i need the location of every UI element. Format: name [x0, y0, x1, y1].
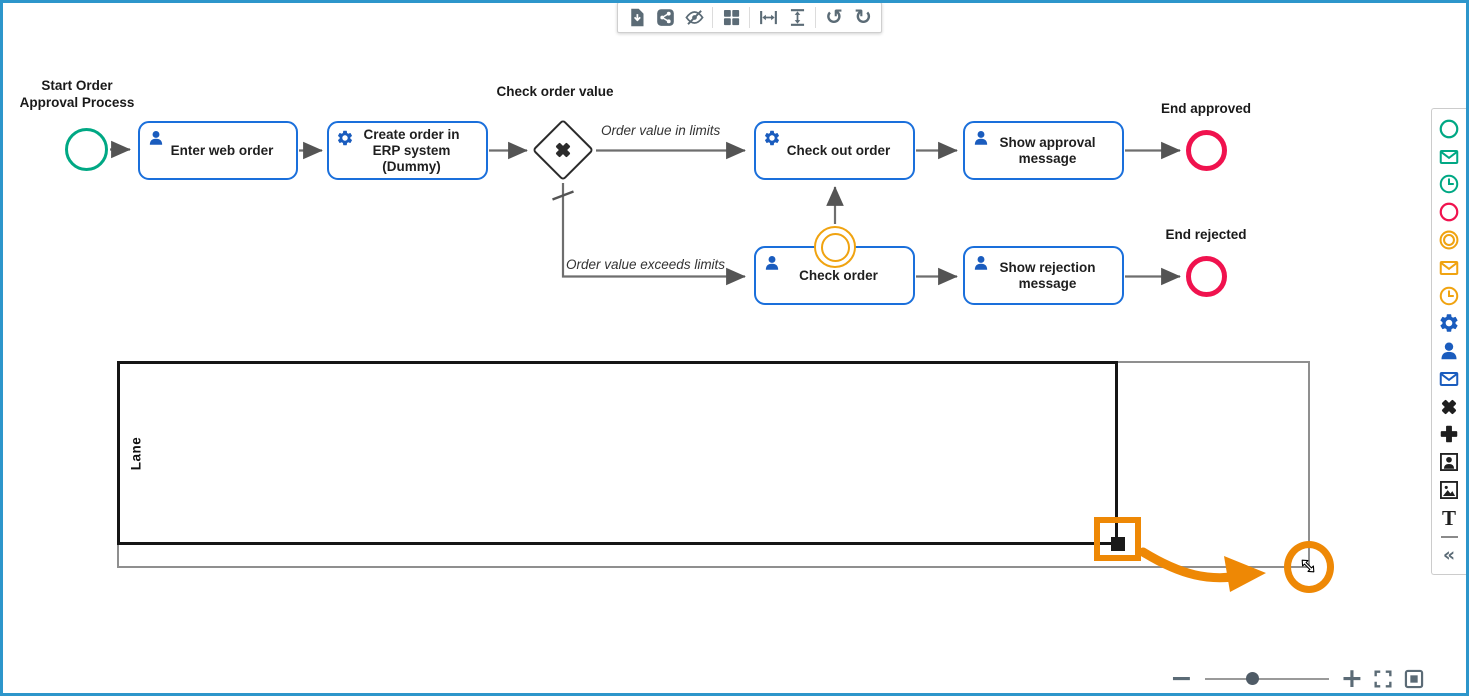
- palette-participant[interactable]: [1438, 451, 1461, 474]
- share-button[interactable]: [654, 7, 676, 29]
- palette-end-event[interactable]: [1438, 201, 1461, 224]
- end-event-icon: [1438, 201, 1460, 223]
- user-task-icon: [763, 254, 781, 272]
- gear-icon: [1438, 312, 1460, 334]
- task-show-rejection-message[interactable]: Show rejection message: [963, 246, 1124, 305]
- chevron-double-left-icon: «: [1442, 543, 1456, 566]
- distribute-vertically-button[interactable]: [786, 7, 808, 29]
- x-gateway-icon: [1438, 396, 1460, 418]
- task-label: Show rejection message: [999, 259, 1096, 291]
- palette-exclusive-gateway[interactable]: [1438, 395, 1461, 418]
- annotation-highlight-circle: [1284, 541, 1334, 593]
- toolbar-divider: [749, 7, 750, 28]
- person-icon: [1438, 340, 1460, 362]
- task-check-out-order[interactable]: Check out order: [754, 121, 915, 180]
- zoom-slider-knob[interactable]: [1245, 672, 1259, 685]
- palette-boundary-event[interactable]: [1438, 229, 1461, 252]
- palette-user-task[interactable]: [1438, 340, 1461, 363]
- framed-person-icon: [1438, 451, 1460, 473]
- user-task-icon: [147, 129, 165, 147]
- top-toolbar: ↺ ↻: [617, 2, 882, 33]
- task-label: Check order: [799, 267, 878, 283]
- task-label: Show approval message: [999, 134, 1096, 166]
- task-create-order-erp[interactable]: Create order in ERP system (Dummy): [327, 121, 488, 180]
- double-circle-icon: [1438, 229, 1460, 251]
- redo-button[interactable]: ↻: [852, 7, 874, 29]
- gateway-label: Check order value: [496, 84, 614, 99]
- zoom-in-button[interactable]: +: [1340, 663, 1364, 694]
- zoom-controls: − +: [1170, 663, 1425, 695]
- start-event-label: Start Order Approval Process: [19, 78, 135, 110]
- fullscreen-icon: [1372, 668, 1394, 690]
- palette-start-event[interactable]: [1438, 117, 1461, 140]
- zoom-slider-track[interactable]: [1204, 672, 1329, 685]
- boundary-event[interactable]: [814, 226, 856, 268]
- lane-label: Lane: [128, 436, 144, 470]
- service-task-icon: [763, 129, 781, 147]
- flow-label-exceeds: Order value exceeds limits: [566, 257, 726, 272]
- envelope-icon: [1438, 368, 1460, 390]
- hide-elements-button[interactable]: [683, 7, 705, 29]
- end-approved-label: End approved: [1160, 101, 1251, 116]
- clock-icon: [1438, 285, 1460, 307]
- envelope-icon: [1438, 146, 1460, 168]
- undo-button[interactable]: ↺: [823, 7, 845, 29]
- clock-icon: [1438, 173, 1460, 195]
- palette-timer-intermediate-event[interactable]: [1438, 284, 1461, 307]
- import-file-button[interactable]: [625, 7, 647, 29]
- element-palette: T «: [1431, 108, 1466, 575]
- start-event[interactable]: [65, 128, 108, 171]
- user-task-icon: [972, 254, 990, 272]
- start-event-icon: [1438, 118, 1460, 140]
- end-rejected-label: End rejected: [1165, 227, 1247, 242]
- boundary-event-inner-ring: [820, 232, 850, 262]
- palette-message-start-event[interactable]: [1438, 145, 1461, 168]
- end-event-approved[interactable]: [1186, 130, 1227, 171]
- palette-timer-start-event[interactable]: [1438, 173, 1461, 196]
- toolbar-divider: [712, 7, 713, 28]
- toolbar-divider: [815, 7, 816, 28]
- task-label: Check out order: [786, 142, 891, 158]
- plus-gateway-icon: [1438, 423, 1460, 445]
- resize-cursor-icon: [1299, 557, 1317, 575]
- end-event-rejected[interactable]: [1186, 256, 1227, 297]
- palette-service-task[interactable]: [1438, 312, 1461, 335]
- zoom-out-button[interactable]: −: [1170, 663, 1193, 694]
- lane-label-band: Lane: [119, 364, 153, 542]
- toggle-grid-button[interactable]: [720, 7, 742, 29]
- flow-label-in-limits: Order value in limits: [601, 123, 721, 138]
- image-icon: [1438, 479, 1460, 501]
- palette-message-intermediate-event[interactable]: [1438, 256, 1461, 279]
- fit-viewport-button[interactable]: [1403, 668, 1425, 690]
- palette-text-annotation[interactable]: T: [1438, 506, 1461, 529]
- lane-resize-handle[interactable]: [1111, 537, 1125, 551]
- distribute-horizontally-button[interactable]: [757, 7, 779, 29]
- task-show-approval-message[interactable]: Show approval message: [963, 121, 1124, 180]
- redo-icon: ↻: [854, 5, 872, 29]
- palette-collapse-button[interactable]: «: [1438, 543, 1461, 566]
- palette-divider: [1440, 535, 1458, 538]
- annotation-highlight-square: [1094, 517, 1141, 561]
- task-label: Enter web order: [170, 142, 274, 158]
- undo-icon: ↺: [825, 5, 843, 29]
- text-annotation-icon: T: [1441, 505, 1456, 530]
- flow-gateway-to-check-order[interactable]: [561, 183, 746, 286]
- envelope-icon: [1438, 257, 1460, 279]
- palette-parallel-gateway[interactable]: [1438, 423, 1461, 446]
- service-task-icon: [336, 129, 354, 147]
- palette-image[interactable]: [1438, 479, 1461, 502]
- lane[interactable]: [117, 361, 1118, 545]
- task-label: Create order in ERP system (Dummy): [363, 126, 460, 174]
- fullscreen-button[interactable]: [1372, 668, 1394, 690]
- default-flow-marker: [552, 190, 574, 201]
- task-enter-web-order[interactable]: Enter web order: [138, 121, 298, 180]
- palette-send-task[interactable]: [1438, 367, 1461, 390]
- fit-viewport-icon: [1403, 668, 1425, 690]
- user-task-icon: [972, 129, 990, 147]
